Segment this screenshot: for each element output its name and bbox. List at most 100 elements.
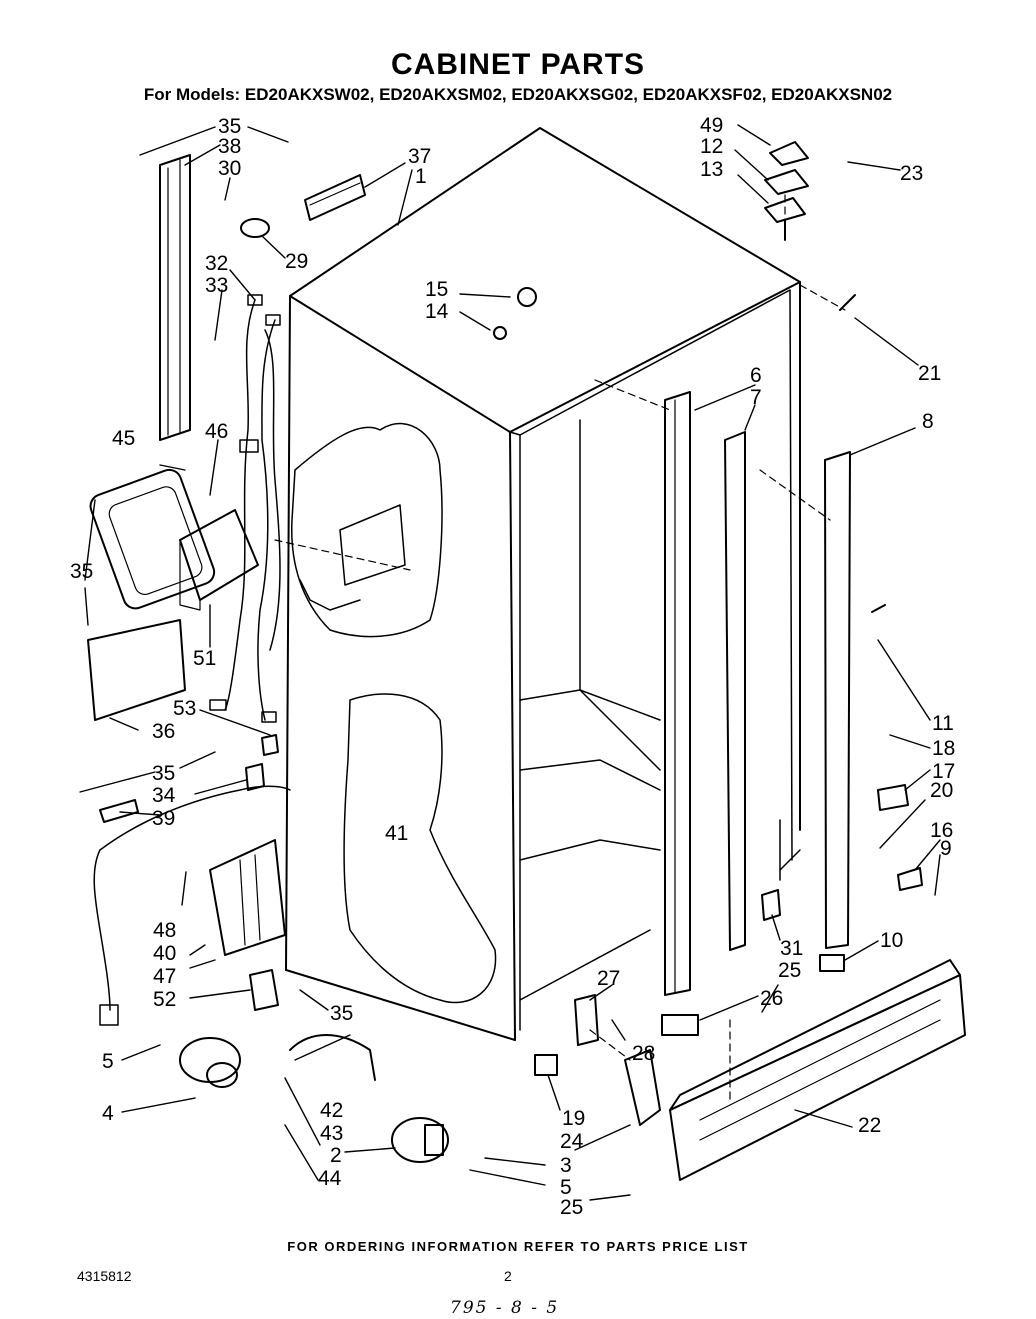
callout-35: 35 (152, 762, 175, 785)
callout-43: 43 (320, 1122, 343, 1145)
callout-47: 47 (153, 965, 176, 988)
callout-28: 28 (632, 1042, 655, 1065)
part-16 (897, 867, 923, 891)
callout-41: 41 (385, 822, 408, 845)
plug-15 (517, 287, 537, 307)
part-39 (99, 799, 139, 823)
callout-5: 5 (560, 1176, 572, 1199)
callout-13: 13 (700, 158, 723, 181)
callout-12: 12 (700, 135, 723, 158)
door-strips (664, 391, 851, 996)
callout-31: 31 (780, 937, 803, 960)
callout-11: 11 (932, 712, 954, 735)
callout-27: 27 (597, 967, 620, 990)
heater-frames (89, 468, 216, 610)
callout-10: 10 (880, 929, 903, 952)
drain-tube (289, 1034, 376, 1081)
callout-5: 5 (102, 1050, 114, 1073)
left-strip (159, 154, 191, 441)
plate-29 (240, 218, 270, 238)
callout-51: 51 (193, 647, 216, 670)
callout-37: 37 (408, 145, 431, 168)
callout-18: 18 (932, 737, 955, 760)
callout-45: 45 (112, 427, 135, 450)
ordering-note: FOR ORDERING INFORMATION REFER TO PARTS … (287, 1239, 749, 1254)
callout-53: 53 (173, 697, 196, 720)
callout-33: 33 (205, 274, 228, 297)
models-line: For Models: ED20AKXSW02, ED20AKXSM02, ED… (143, 85, 893, 104)
part-10 (819, 954, 845, 972)
caster-wheel (179, 1037, 241, 1088)
callout-24: 24 (560, 1130, 584, 1153)
part-19 (534, 1054, 558, 1076)
callout-3: 3 (560, 1154, 572, 1177)
callout-1: 1 (415, 165, 427, 188)
callout-42: 42 (320, 1099, 343, 1122)
callout-38: 38 (218, 135, 241, 158)
callout-48: 48 (153, 919, 176, 942)
callout-52: 52 (153, 988, 176, 1011)
callout-labels: 35 38 30 29 37 1 32 33 45 46 35 51 53 36… (70, 114, 955, 1219)
callout-25: 25 (778, 959, 801, 982)
cabinet-shell (285, 127, 801, 1041)
callout-25: 25 (560, 1196, 583, 1219)
page-title: CABINET PARTS (390, 48, 646, 81)
callout-6: 6 (750, 364, 762, 387)
callout-49: 49 (700, 114, 723, 137)
plug-14 (493, 326, 507, 340)
callout-7: 7 (750, 386, 762, 409)
callout-14: 14 (425, 300, 449, 323)
page-number: 2 (504, 1268, 512, 1284)
callout-8: 8 (922, 410, 934, 433)
panel-36 (87, 619, 186, 721)
guide-lines (274, 194, 846, 1101)
callout-21: 21 (918, 362, 941, 385)
bracket-37 (304, 174, 366, 221)
callout-34: 34 (152, 784, 176, 807)
part-34 (245, 763, 265, 791)
callout-35: 35 (70, 560, 93, 583)
callout-32: 32 (205, 252, 228, 275)
callout-19: 19 (562, 1107, 585, 1130)
part-31 (761, 889, 781, 921)
callout-9: 9 (940, 837, 952, 860)
callout-20: 20 (930, 779, 953, 802)
bracket-27 (574, 994, 599, 1046)
hinge-parts-top (764, 141, 809, 241)
callout-29: 29 (285, 250, 308, 273)
leader-lines (79, 124, 941, 1201)
insulation-pad (179, 509, 259, 611)
callout-46: 46 (205, 420, 228, 443)
callout-16: 16 (930, 819, 953, 842)
callout-26: 26 (760, 987, 783, 1010)
document-number: 4315812 (77, 1268, 132, 1284)
hinge-52 (249, 969, 279, 1011)
callout-35: 35 (218, 115, 241, 138)
part-21 (839, 294, 856, 311)
clip-26 (661, 1014, 699, 1036)
callout-15: 15 (425, 278, 448, 301)
power-cord (93, 785, 291, 1026)
part-53 (261, 734, 279, 756)
callout-22: 22 (858, 1114, 881, 1137)
toe-grille (669, 959, 966, 1181)
wiring-harness (209, 294, 281, 723)
callout-40: 40 (153, 942, 176, 965)
callout-44: 44 (318, 1167, 342, 1190)
part-17 (877, 784, 909, 811)
electrical-box (209, 839, 286, 956)
callout-35: 35 (330, 1002, 353, 1025)
callout-17: 17 (932, 760, 955, 783)
roller-2 (391, 1117, 449, 1163)
side-cutaways (291, 422, 497, 1004)
callout-39: 39 (152, 807, 175, 830)
callout-30: 30 (218, 157, 241, 180)
callout-2: 2 (330, 1144, 342, 1167)
part-11 (871, 604, 886, 613)
handwritten-note: 795 - 8 - 5 (450, 1298, 560, 1318)
callout-36: 36 (152, 720, 175, 743)
bracket-24 (624, 1049, 661, 1126)
callout-23: 23 (900, 162, 923, 185)
callout-4: 4 (102, 1102, 114, 1125)
